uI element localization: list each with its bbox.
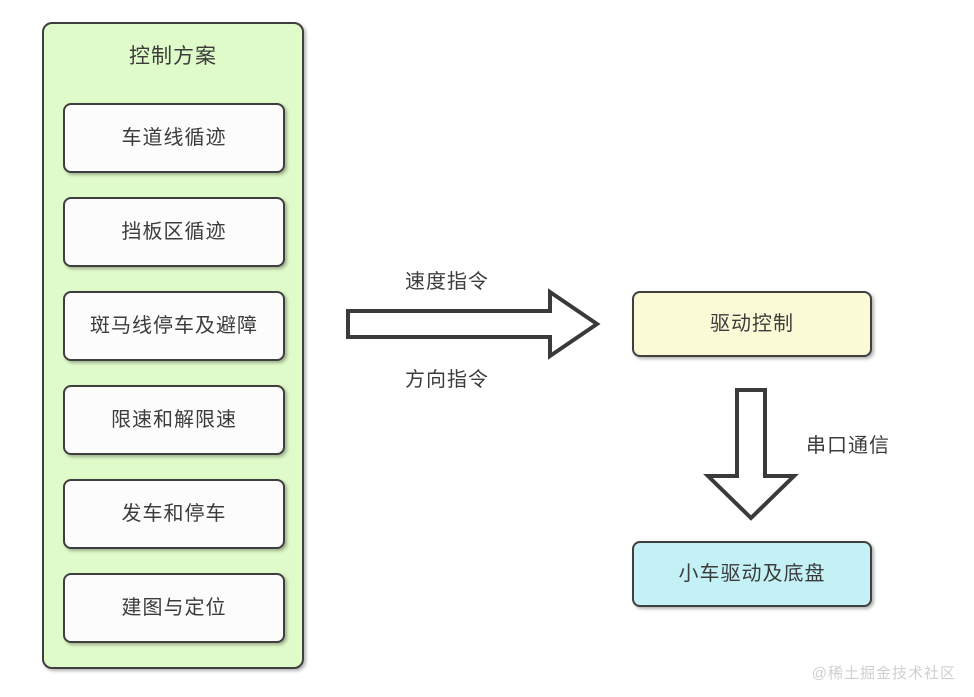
watermark: @稀土掘金技术社区 [811,665,956,682]
arrow-right-icon [345,288,601,360]
edge-label-serial-comm: 串口通信 [806,435,890,457]
task-box-crosswalk-stop[interactable]: 斑马线停车及避障 [63,291,285,361]
task-box-speed-limit[interactable]: 限速和解限速 [63,385,285,455]
task-box-baffle-following[interactable]: 挡板区循迹 [63,197,285,267]
node-chassis[interactable]: 小车驱动及底盘 [632,541,872,607]
node-drive-control[interactable]: 驱动控制 [632,291,872,357]
arrow-down-icon [702,386,800,522]
edge-label-speed-command: 速度指令 [405,271,489,293]
task-box-depart-and-stop[interactable]: 发车和停车 [63,479,285,549]
task-box-lane-following[interactable]: 车道线循迹 [63,103,285,173]
task-box-mapping-localization[interactable]: 建图与定位 [63,573,285,643]
edge-label-direction-command: 方向指令 [405,369,489,391]
group-title: 控制方案 [129,45,217,68]
